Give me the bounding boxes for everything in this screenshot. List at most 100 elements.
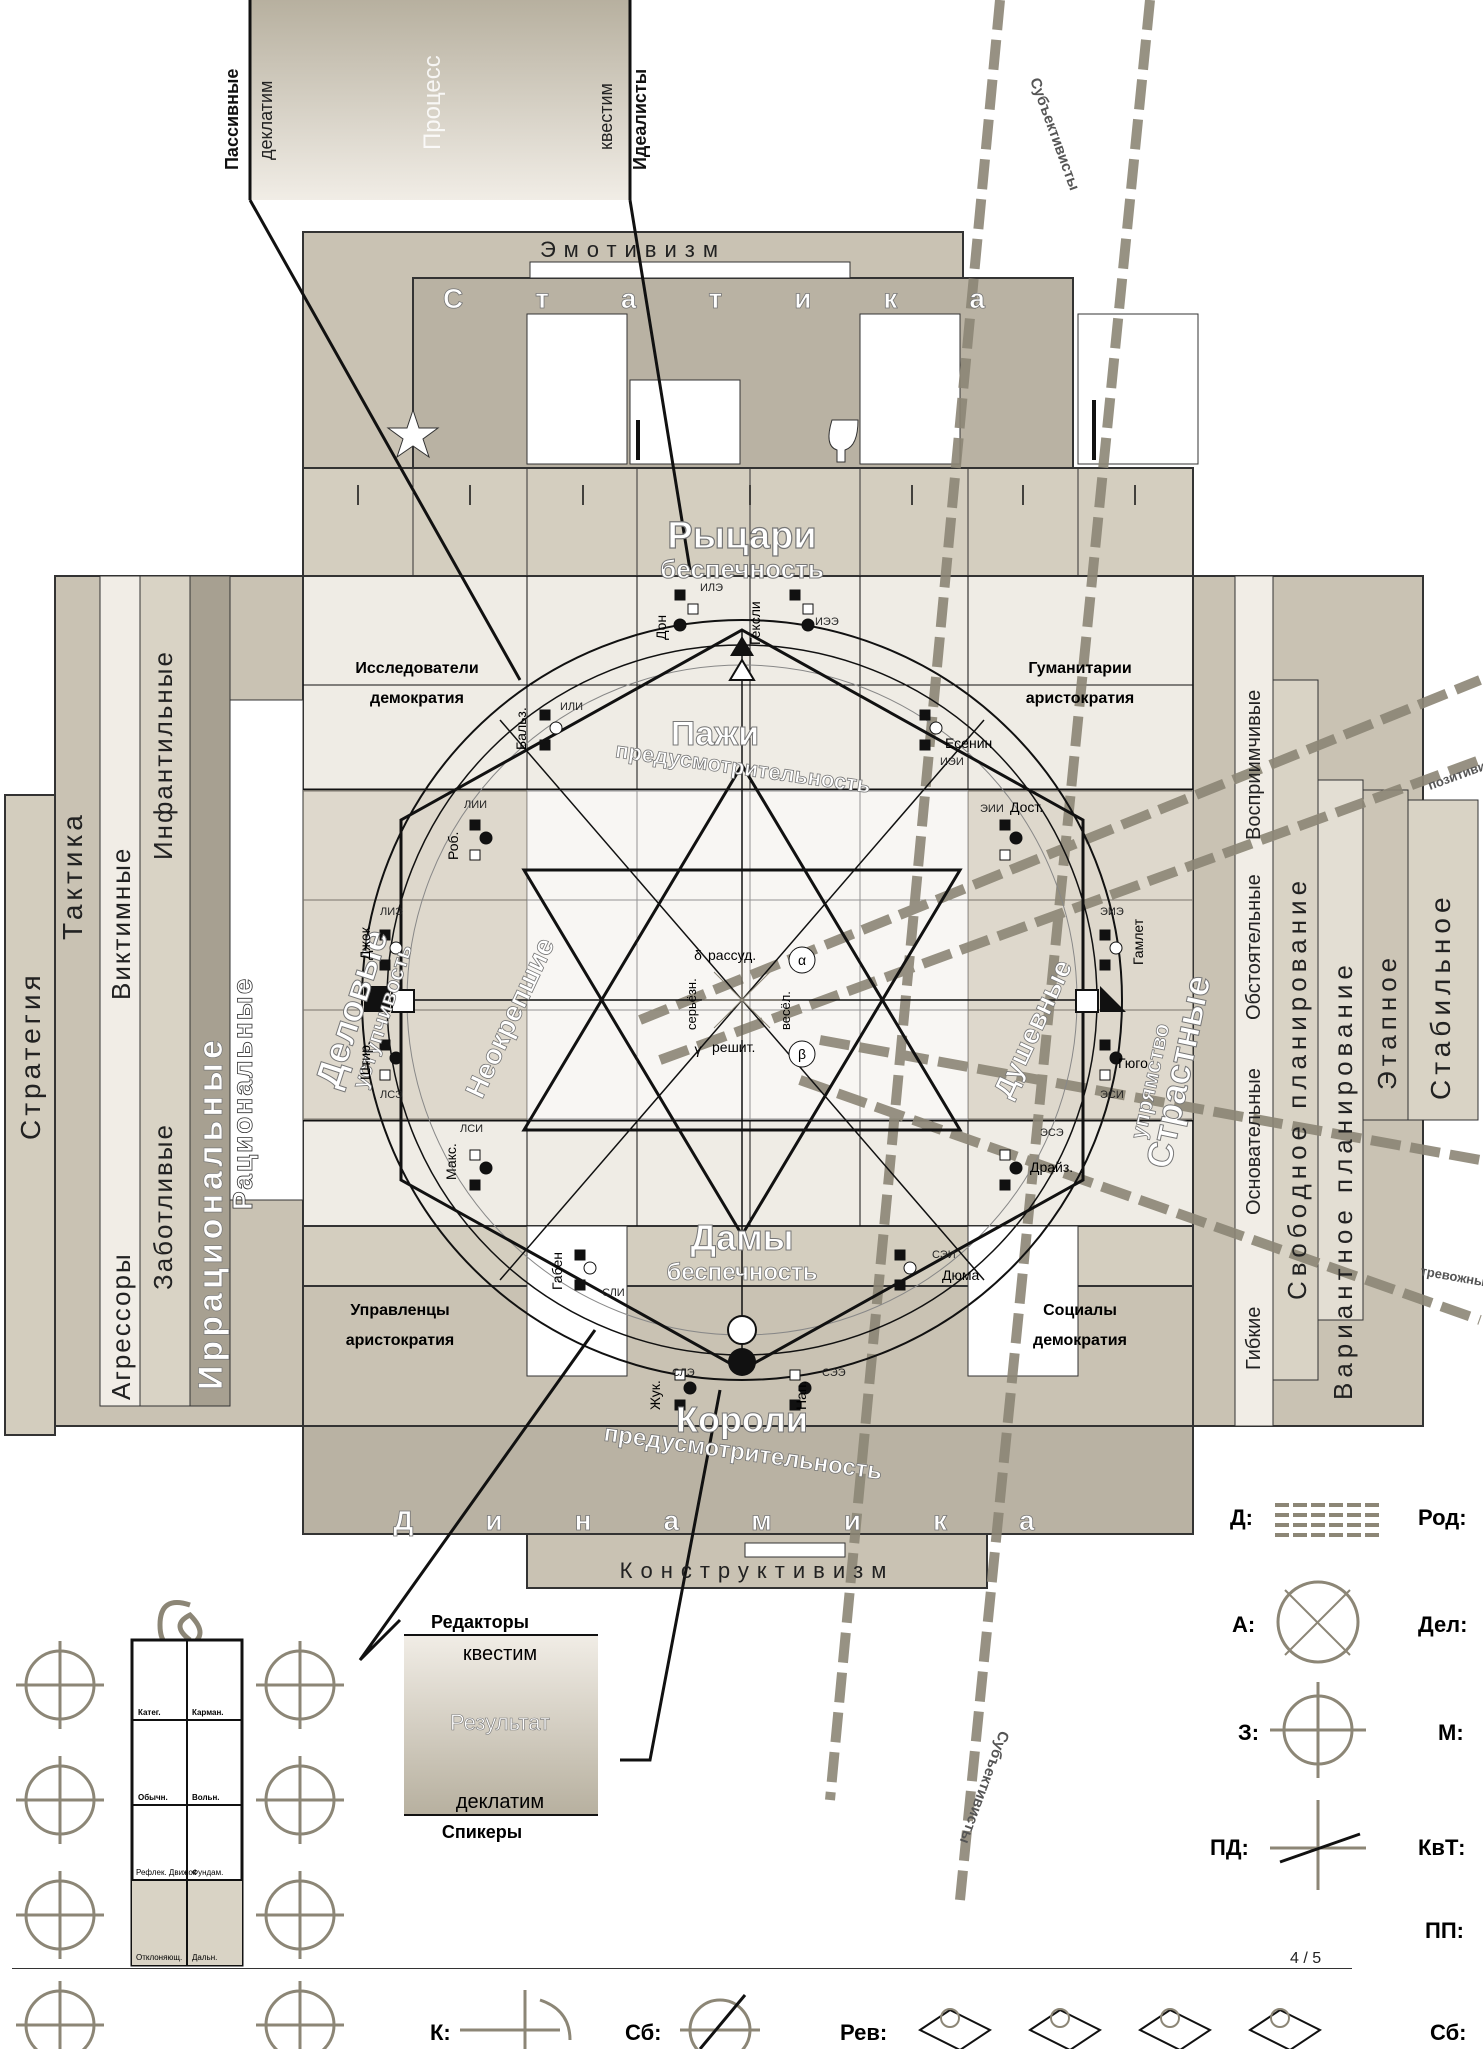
sword-icon	[636, 420, 640, 460]
legend-left-1: Карман.	[192, 1708, 224, 1717]
legend-k: К:	[430, 2020, 451, 2045]
bottom-banner-bottom-bold: Спикеры	[442, 1822, 522, 1842]
label-vospriimchivye: Восприимчивые	[1243, 690, 1265, 840]
label-irratsionalnye: Иррациональные	[192, 1036, 230, 1390]
arc-rytsari: Рыцари	[667, 515, 816, 557]
label-gibkie: Гибкие	[1243, 1307, 1265, 1370]
legend-left-5: Фундам.	[192, 1868, 223, 1877]
legend-m: М:	[1438, 1720, 1464, 1745]
label-strategiya: Стратегия	[15, 971, 46, 1140]
legend-left-7: Дальн.	[192, 1953, 217, 1962]
center-serez: серьёзн.	[684, 978, 699, 1030]
legend-left-2: Обычн.	[138, 1793, 168, 1802]
legend-a: А:	[1232, 1612, 1255, 1637]
code-esi: ЭСИ	[1100, 1089, 1124, 1101]
gamma-label: γ	[695, 1041, 702, 1057]
legend-rev: Рев:	[840, 2020, 887, 2045]
arc-bespechnost-top: беспечность	[660, 554, 824, 584]
top-banner-left: деклатим	[256, 81, 276, 160]
type-dzhek: Джек	[357, 926, 373, 960]
legend-pd: ПД:	[1210, 1835, 1249, 1860]
top-banner-right-bold: Идеалисты	[630, 69, 650, 170]
quadrant-bl-line2: аристократия	[346, 1332, 455, 1349]
legend-pp: ПП:	[1425, 1918, 1464, 1943]
label-emotivizm: Эмотивизм	[540, 237, 726, 262]
legend-del: Дел:	[1418, 1612, 1467, 1637]
type-balz: Бальз.	[513, 707, 529, 750]
left-legend: Катег. Карман. Обычн. Вольн. Рефлек. Дви…	[16, 1603, 344, 2049]
label-taktika: Тактика	[57, 811, 88, 940]
label-infantilnye: Инфантильные	[148, 650, 178, 860]
page-number: 4 / 5	[1290, 1950, 1321, 1968]
quadrant-br-line2: демократия	[1033, 1332, 1127, 1349]
type-maks: Макс.	[443, 1143, 459, 1180]
label-zabotlivye: Заботливые	[148, 1123, 178, 1290]
label-svobodnoe-planirovanie: Свободное планирование	[1282, 876, 1312, 1300]
bottom-legend: К: Сб: Рев:	[430, 1990, 1320, 2049]
type-don: Дон	[653, 615, 669, 640]
label-dinamika: Динамика	[393, 1505, 1106, 1536]
code-lie: ЛИЭ	[380, 906, 403, 918]
type-shtir: Штир.	[357, 1041, 373, 1080]
footer-rule	[12, 1968, 1352, 1969]
top-banner: Пассивные деклатим Процесс квестим Идеал…	[222, 0, 650, 200]
bottom-banner-center: Результат	[450, 1710, 550, 1735]
diag-label-bottom: Субъективисты	[956, 1729, 1013, 1846]
code-iee: ИЭЭ	[815, 616, 839, 628]
diag-label-top: Субъективисты	[1026, 76, 1083, 193]
legend-sb: Сб:	[1430, 2020, 1467, 2045]
label-ratsionalnye: Рациональные	[227, 977, 258, 1210]
quadrant-tr-line1: Гуманитарии	[1028, 660, 1131, 677]
legend-kvt: КвТ:	[1418, 1835, 1465, 1860]
code-iei: ИЭИ	[940, 756, 964, 768]
type-zhuk: Жук.	[647, 1380, 663, 1410]
label-viktimnye: Виктимные	[106, 847, 136, 1000]
label-variantnoe-planirovanie: Вариантное планирование	[1328, 960, 1358, 1400]
quadrant-br-line1: Социалы	[1043, 1302, 1117, 1319]
label-obstoyatelnye: Обстоятельные	[1243, 874, 1265, 1020]
bottom-banner: Редакторы квестим Результат деклатим Спи…	[404, 1612, 598, 1842]
top-banner-left-bold: Пассивные	[222, 69, 242, 170]
bottom-banner-top: квестим	[463, 1643, 537, 1665]
type-gaben: Габен	[549, 1252, 565, 1290]
top-banner-right: квестим	[596, 83, 616, 150]
code-ile: ИЛЭ	[700, 582, 723, 594]
quadrant-tl-line1: Исследователи	[355, 660, 478, 677]
quadrant-tl-line2: демократия	[370, 690, 464, 707]
legend-z: З:	[1238, 1720, 1259, 1745]
arc-damy: Дамы	[690, 1217, 793, 1258]
type-geksli: Гексли	[747, 601, 763, 645]
code-see: СЭЭ	[822, 1367, 846, 1379]
type-draiz: Драйз.	[1030, 1159, 1073, 1175]
legend-left-4: Рефлек. Движок	[136, 1868, 197, 1877]
center-reshit: решит.	[712, 1039, 755, 1055]
top-banner-center: Процесс	[419, 55, 446, 150]
label-stabilnoe: Стабильное	[1425, 892, 1456, 1100]
legend-left-3: Вольн.	[192, 1793, 220, 1802]
center-rassud: рассуд.	[708, 947, 756, 963]
delta-label: δ	[694, 947, 702, 963]
bottom-banner-bottom: деклатим	[456, 1791, 544, 1813]
code-sei: СЭИ	[932, 1249, 956, 1261]
label-konstruktivizm: Конструктивизм	[620, 1558, 895, 1583]
code-sle: СЛЭ	[672, 1367, 695, 1379]
legend-left-0: Катег.	[138, 1708, 161, 1717]
code-lii: ЛИИ	[464, 799, 487, 811]
quadrant-tr-line2: аристократия	[1026, 690, 1135, 707]
label-etapnoe: Этапное	[1372, 953, 1402, 1090]
code-lse: ЛСЭ	[380, 1089, 403, 1101]
diag-label-right1: позитивисты	[1426, 750, 1483, 793]
type-dyuma: Дюма	[942, 1267, 979, 1283]
diag-label-right2: тревожные	[1419, 1263, 1483, 1290]
right-legend: Д: Род: А: Дел: З: М: ПД: КвТ: ПП: Сб:	[1210, 1505, 1467, 2045]
type-nap: Нап.	[793, 1381, 809, 1410]
center-rays	[702, 960, 782, 1040]
staff-icon	[1092, 400, 1096, 460]
legend-left-6: Отклоняющ.	[136, 1953, 182, 1962]
beta-label: β	[798, 1046, 806, 1062]
type-gamlet: Гамлет	[1130, 918, 1146, 965]
code-eii: ЭИИ	[980, 803, 1004, 815]
type-dost: Дост.	[1010, 799, 1043, 815]
code-lsi: ЛСИ	[460, 1123, 483, 1135]
legend-rod: Род:	[1418, 1505, 1467, 1530]
